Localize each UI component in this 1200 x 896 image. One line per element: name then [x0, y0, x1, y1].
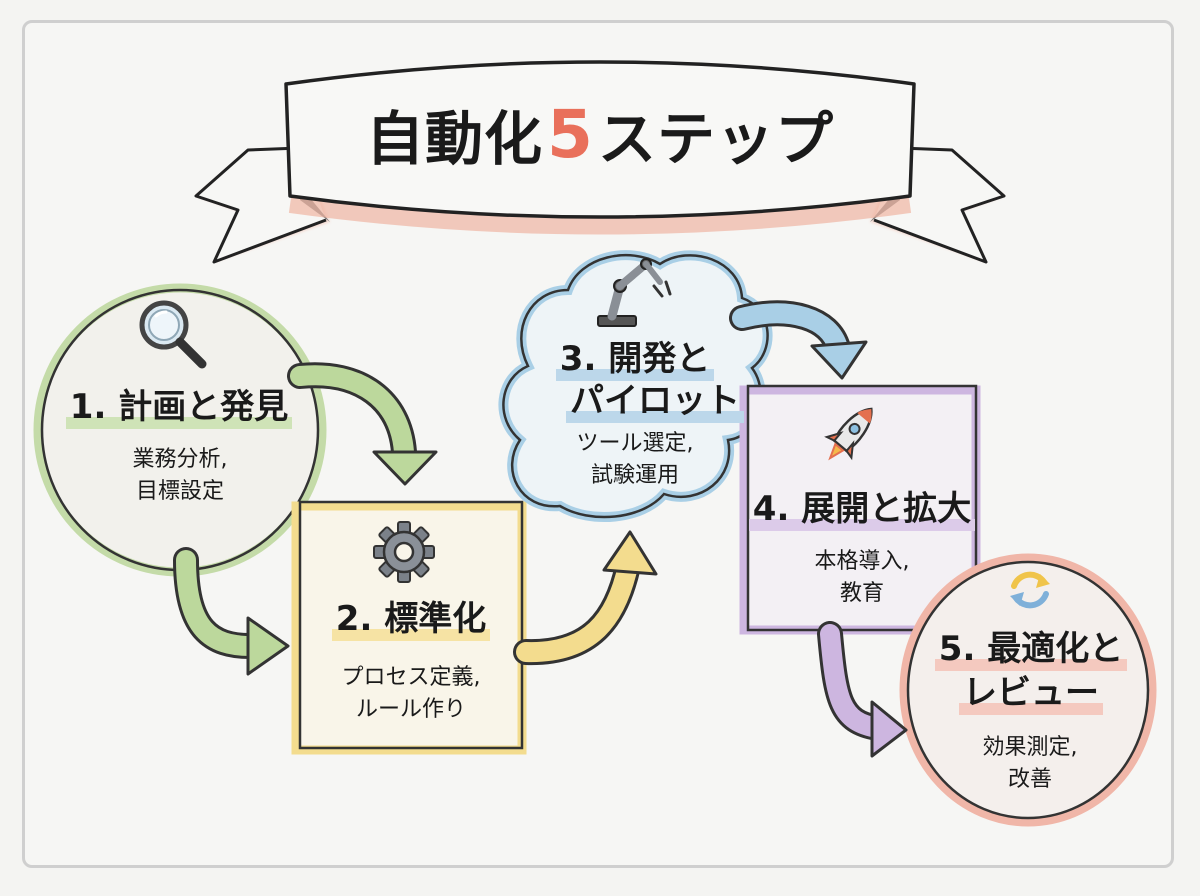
- arrow-3-to-4: [729, 300, 868, 380]
- robot-arm-icon: [597, 258, 672, 327]
- rocket-icon: [824, 407, 873, 461]
- step-3-detail: ツール選定, 試験運用: [576, 431, 694, 488]
- arrow-2-to-3: [513, 530, 658, 666]
- gear-icon: [373, 521, 435, 583]
- title-number: 5: [547, 95, 594, 173]
- title-ribbon: [194, 60, 1006, 264]
- cycle-arrows-icon: [1010, 571, 1050, 609]
- step-2-heading: 2. 標準化: [306, 599, 516, 641]
- step-4-detail: 本格導入, 教育: [814, 549, 910, 606]
- step-5-heading-line1: 5. 最適化と: [926, 629, 1136, 671]
- step-5-heading-line2: レビュー: [926, 673, 1136, 715]
- magnifier-icon: [139, 300, 207, 369]
- page-title: 自動化 5 ステップ: [300, 82, 900, 186]
- step-5-detail: 効果測定, 改善: [982, 735, 1078, 792]
- arrow-1-to-2-upper: [287, 362, 438, 486]
- title-prefix: 自動化: [366, 105, 544, 173]
- step-1-detail: 業務分析, 目標設定: [132, 447, 228, 504]
- step-1-heading: 1. 計画と発見: [54, 387, 304, 429]
- step-2-detail: プロセス定義, ルール作り: [341, 665, 481, 722]
- step-4-heading: 4. 展開と拡大: [748, 489, 976, 531]
- step-3-heading-line2: パイロット: [540, 381, 770, 423]
- arrow-1-to-2-lower: [173, 547, 290, 676]
- arrow-4-to-5: [817, 621, 908, 758]
- step-3-heading-line1: 3. 開発と: [520, 339, 750, 381]
- title-suffix: ステップ: [597, 105, 834, 173]
